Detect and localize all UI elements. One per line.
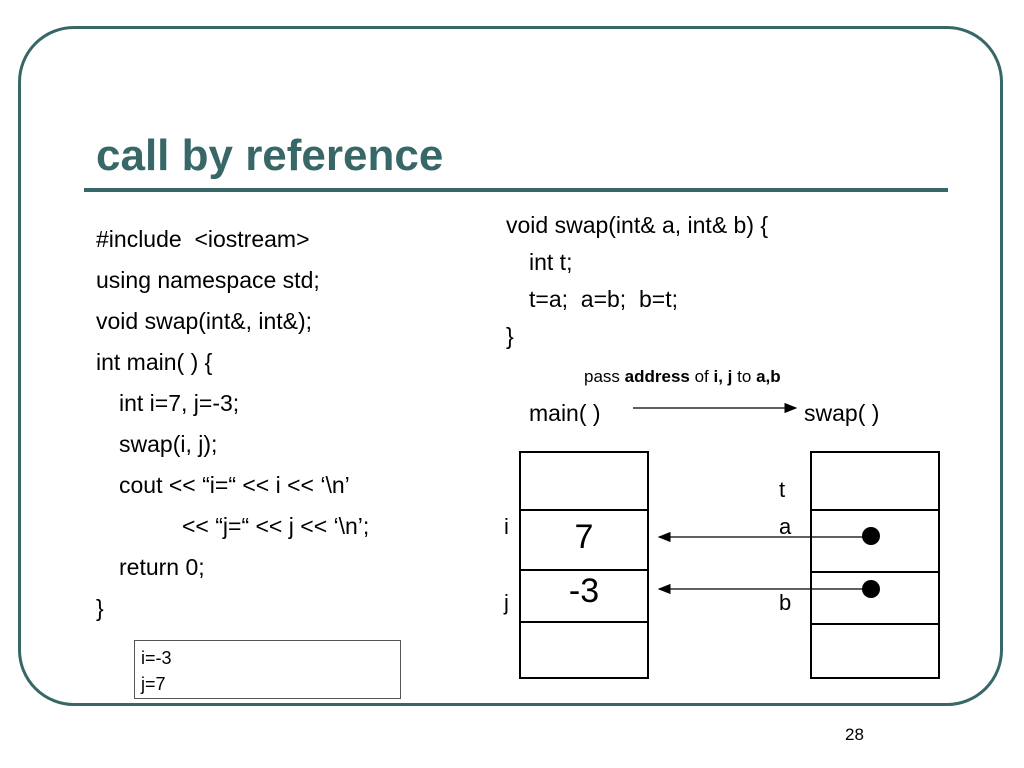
reference-dot-a [862, 527, 880, 545]
swap-function-code: void swap(int& a, int& b) { int t; t=a; … [506, 207, 768, 355]
code-line: return 0; [119, 554, 205, 580]
memory-cell-a [812, 509, 938, 573]
code-line: int i=7, j=-3; [119, 390, 240, 416]
main-program-code: #include <iostream> using namespace std;… [96, 219, 369, 629]
ab-word: a,b [756, 367, 781, 386]
memory-cell-j: -3 [521, 569, 647, 623]
code-line: int t; [529, 249, 573, 275]
var-label-b: b [779, 590, 792, 615]
var-label-t: t [779, 477, 786, 502]
var-label-a: a [779, 514, 792, 539]
pass-address-note: pass address of i, j to a,b [584, 366, 781, 388]
of-word: of [694, 367, 709, 386]
code-line: int main( ) { [96, 349, 213, 375]
code-line: t=a; a=b; b=t; [529, 286, 678, 312]
var-label-j: j [504, 590, 509, 615]
swap-memory-box [810, 451, 940, 679]
output-line: j=7 [141, 674, 166, 694]
memory-cell [812, 623, 938, 679]
code-line: void swap(int& a, int& b) { [506, 212, 769, 238]
title-underline [84, 188, 948, 192]
code-line: swap(i, j); [119, 431, 218, 457]
memory-cell [521, 453, 647, 509]
code-line: #include <iostream> [96, 226, 310, 252]
output-line: i=-3 [141, 648, 172, 668]
pass-word: pass [584, 367, 620, 386]
to-word: to [737, 367, 752, 386]
code-line: using namespace std; [96, 267, 320, 293]
slide-frame [18, 26, 1003, 706]
code-line: } [506, 323, 514, 349]
memory-cell-i: 7 [521, 509, 647, 571]
memory-cell-t [812, 453, 938, 509]
value-i: 7 [574, 518, 594, 556]
program-output-box: i=-3 j=7 [134, 640, 401, 699]
main-frame-label: main( ) [529, 400, 601, 426]
page-number: 28 [845, 725, 864, 744]
code-line: } [96, 595, 104, 621]
memory-cell-b [812, 571, 938, 625]
ij-word: i, j [713, 367, 733, 386]
code-line: void swap(int&, int&); [96, 308, 313, 334]
slide-title: call by reference [96, 131, 444, 180]
memory-cell [521, 621, 647, 679]
code-line: << “j=“ << j << ‘\n’; [182, 513, 370, 539]
value-j: -3 [568, 572, 600, 610]
reference-dot-b [862, 580, 880, 598]
address-word: address [624, 367, 690, 386]
main-memory-box: 7 -3 [519, 451, 649, 679]
swap-frame-label: swap( ) [804, 400, 880, 426]
code-line: cout << “i=“ << i << ‘\n’ [119, 472, 350, 498]
var-label-i: i [504, 514, 509, 539]
